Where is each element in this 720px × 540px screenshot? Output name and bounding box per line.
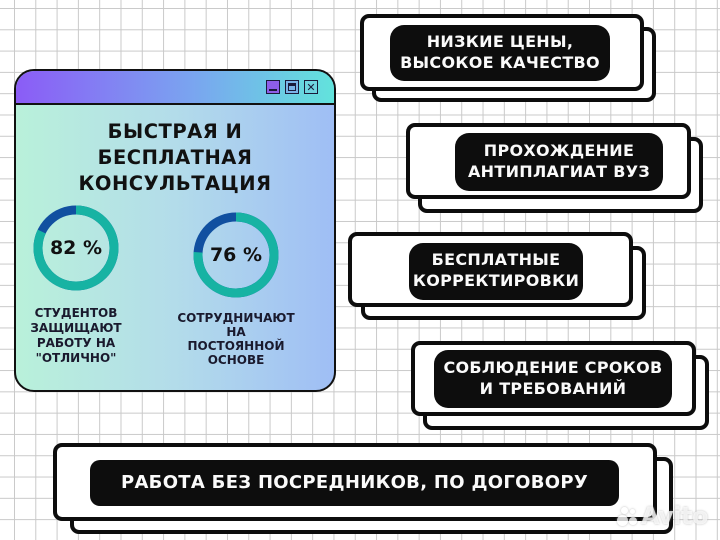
avito-logo-icon: [616, 505, 639, 527]
caption-line: "ОТЛИЧНО": [35, 351, 117, 365]
label-line: АНТИПЛАГИАТ ВУЗ: [468, 162, 650, 181]
label-line: НИЗКИЕ ЦЕНЫ,: [426, 32, 574, 51]
caption-line: ПОСТОЯННОЙ: [187, 339, 285, 353]
donut-chart-icon: [33, 205, 119, 291]
caption-line: НА: [226, 325, 246, 339]
label-line: БЕСПЛАТНЫЕ: [431, 250, 561, 269]
caption-line: СТУДЕНТОВ: [34, 306, 118, 320]
caption-line: ОСНОВЕ: [207, 353, 265, 367]
avito-watermark: Avito: [616, 502, 709, 530]
label-line: КОРРЕКТИРОВКИ: [412, 271, 580, 290]
heading-line-2: БЕСПЛАТНАЯ: [97, 146, 253, 169]
feature-label: НИЗКИЕ ЦЕНЫ, ВЫСОКОЕ КАЧЕСТВО: [390, 25, 610, 81]
feature-label: РАБОТА БЕЗ ПОСРЕДНИКОВ, ПО ДОГОВОРУ: [90, 460, 619, 506]
feature-label: ПРОХОЖДЕНИЕ АНТИПЛАГИАТ ВУЗ: [455, 133, 663, 191]
stat-value: 82 %: [49, 237, 103, 259]
stat-value: 76 %: [209, 244, 263, 266]
label-line: РАБОТА БЕЗ ПОСРЕДНИКОВ, ПО ДОГОВОРУ: [120, 472, 589, 493]
watermark-text: Avito: [640, 502, 709, 530]
minimize-icon[interactable]: [266, 80, 280, 94]
label-line: ВЫСОКОЕ КАЧЕСТВО: [400, 53, 600, 72]
window-controls: ✕: [266, 80, 318, 94]
label-line: ПРОХОЖДЕНИЕ: [483, 141, 635, 160]
label-line: И ТРЕБОВАНИЙ: [479, 379, 627, 398]
stat-caption: СТУДЕНТОВ ЗАЩИЩАЮТ РАБОТУ НА "ОТЛИЧНО": [16, 306, 151, 366]
caption-line: РАБОТУ НА: [36, 336, 116, 350]
consultation-window: ✕ БЫСТРАЯ И БЕСПЛАТНАЯ КОНСУЛЬТАЦИЯ 82 %…: [14, 69, 336, 392]
heading-line-1: БЫСТРАЯ И: [107, 120, 243, 143]
stat-caption: СОТРУДНИЧАЮТ НА ПОСТОЯННОЙ ОСНОВЕ: [161, 311, 311, 367]
close-glyph: ✕: [306, 80, 316, 94]
window-heading: БЫСТРАЯ И БЕСПЛАТНАЯ КОНСУЛЬТАЦИЯ: [16, 119, 334, 197]
caption-line: СОТРУДНИЧАЮТ: [177, 311, 295, 325]
donut-chart-icon: [193, 212, 279, 298]
close-icon[interactable]: ✕: [304, 80, 318, 94]
stat-students: 82 % СТУДЕНТОВ ЗАЩИЩАЮТ РАБОТУ НА "ОТЛИЧ…: [16, 204, 151, 366]
feature-label: СОБЛЮДЕНИЕ СРОКОВ И ТРЕБОВАНИЙ: [434, 350, 672, 408]
heading-line-3: КОНСУЛЬТАЦИЯ: [78, 172, 272, 195]
caption-line: ЗАЩИЩАЮТ: [30, 321, 122, 335]
label-line: СОБЛЮДЕНИЕ СРОКОВ: [443, 358, 663, 377]
progress-ring-82: 82 %: [32, 204, 120, 292]
stat-cooperation: 76 % СОТРУДНИЧАЮТ НА ПОСТОЯННОЙ ОСНОВЕ: [161, 211, 311, 367]
maximize-icon[interactable]: [285, 80, 299, 94]
window-titlebar: ✕: [16, 71, 334, 105]
progress-ring-76: 76 %: [192, 211, 280, 299]
feature-label: БЕСПЛАТНЫЕ КОРРЕКТИРОВКИ: [409, 243, 583, 300]
